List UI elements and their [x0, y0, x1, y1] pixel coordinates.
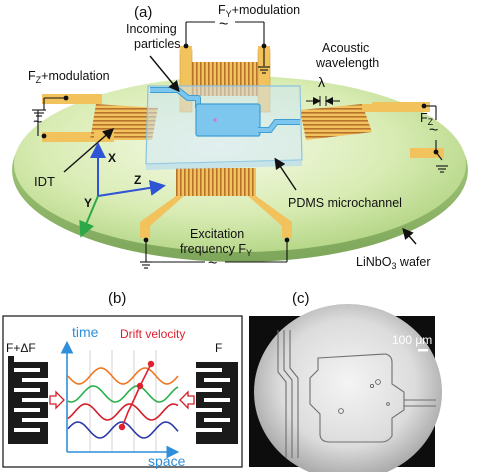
- wafer-arrow: [402, 227, 417, 245]
- micrograph-particles: [338, 379, 390, 414]
- lambda-symbol: λ: [318, 74, 325, 90]
- top-wiring: [185, 21, 265, 66]
- x-axis-label: X: [108, 151, 116, 165]
- panel-b-tag: (b): [108, 290, 126, 307]
- y-axis-label: Y: [84, 196, 92, 210]
- wave-lines: [67, 367, 179, 439]
- wafer-label: LiNbO3 wafer: [356, 255, 431, 271]
- time-label: time: [72, 324, 99, 340]
- fz-left-source-tilde: ~: [33, 114, 42, 131]
- left-idt: [8, 356, 48, 444]
- ground-right: [436, 165, 448, 173]
- bottom-electrodes: [140, 168, 292, 238]
- space-label: space: [148, 453, 186, 469]
- acoustic-wavelength-label: Acoustic wavelength: [315, 41, 379, 70]
- left-wiring: [37, 97, 66, 136]
- wave-plot: [60, 340, 180, 459]
- right-frequency-label: F: [215, 341, 222, 355]
- micrograph-channel: [277, 330, 436, 458]
- wave-4: [67, 421, 179, 439]
- panel-a-tag: (a): [134, 4, 152, 21]
- idt-arrow: [63, 128, 115, 173]
- panel-c: (c) 100 μm: [249, 290, 442, 472]
- drift-point-2: [136, 382, 144, 390]
- wavelength-bracket: [306, 96, 340, 106]
- fz-right-source-tilde: ~: [429, 122, 438, 139]
- right-electrodes: [300, 102, 444, 158]
- y-axis-arrow: [79, 195, 99, 238]
- left-frequency-label: F+ΔF: [6, 341, 36, 355]
- pdms-label: PDMS microchannel: [288, 196, 402, 210]
- drift-velocity-label: Drift velocity: [120, 327, 185, 341]
- fy-source-tilde: ~: [219, 16, 228, 33]
- fy-modulation-label: FY+modulation: [218, 3, 300, 19]
- idt-label: IDT: [34, 174, 55, 189]
- excitation-source-tilde: ~: [208, 255, 217, 272]
- panel-b: (b) F+ΔF: [2, 290, 243, 469]
- ground-top: [258, 66, 270, 74]
- micrograph-field: [254, 304, 442, 472]
- excitation-label: Excitation frequency FY: [180, 227, 252, 258]
- bottom-wiring: [145, 240, 288, 263]
- wave-2: [67, 385, 179, 403]
- fz-right-label: FZ: [420, 111, 434, 127]
- scale-bar: [418, 349, 428, 352]
- incoming-particles-label: Incoming particles: [126, 22, 181, 51]
- panel-a: (a) Incoming particles FY+modulation ~ F…: [12, 3, 468, 272]
- wave-3: [67, 403, 179, 421]
- drift-point-3: [147, 360, 155, 368]
- fz-modulation-label: FZ+modulation: [28, 69, 110, 85]
- panel-c-tag: (c): [292, 290, 310, 307]
- z-axis-arrow: [97, 179, 166, 197]
- right-incident-arrow: [179, 390, 195, 410]
- drift-point-1: [118, 423, 126, 431]
- ground-left: [32, 109, 46, 117]
- pdms-block-bottom: [146, 160, 302, 170]
- pdms-arrow: [274, 157, 297, 191]
- left-incident-arrow: [49, 390, 65, 410]
- z-axis-label: Z: [134, 173, 141, 187]
- wave-1: [67, 367, 179, 385]
- particles-arrow: [149, 55, 180, 93]
- ground-bottom: [140, 261, 152, 269]
- drift-velocity-path: [121, 363, 152, 428]
- scale-bar-label: 100 μm: [392, 333, 432, 347]
- right-idt: [196, 362, 238, 444]
